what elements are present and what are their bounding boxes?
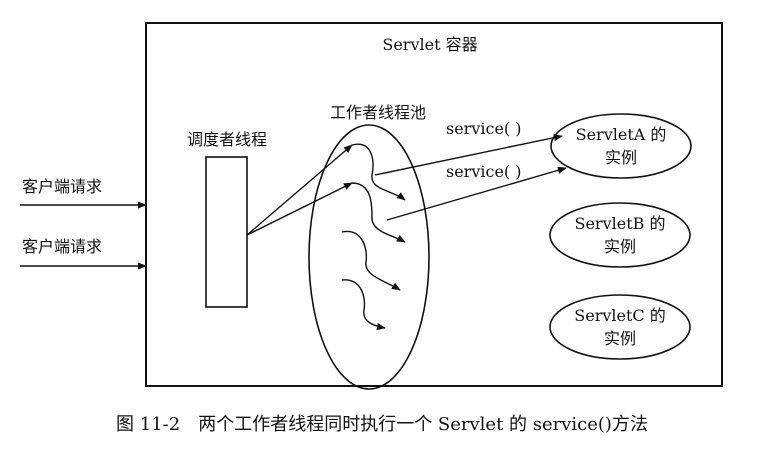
container-title: Servlet 容器	[382, 35, 477, 54]
worker-pool-label: 工作者线程池	[330, 103, 426, 122]
service-call-label-1: service( )	[446, 119, 521, 138]
service-call-arrow-1	[374, 134, 563, 176]
client-request-label-2: 客户端请求	[22, 237, 102, 256]
worker-thread-1	[351, 143, 406, 201]
servlet-c-label-line1: ServletC 的	[574, 306, 665, 325]
servlet-b-instance	[549, 202, 691, 268]
service-call-arrow-2	[386, 166, 567, 221]
service-call-label-2: service( )	[446, 162, 521, 181]
servlet-a-label-line2: 实例	[605, 148, 637, 167]
servlet-c-instance	[549, 294, 691, 360]
servlet-b-label-line1: ServletB 的	[575, 214, 666, 233]
figure-caption: 图 11-2 两个工作者线程同时执行一个 Servlet 的 service()…	[116, 414, 648, 435]
servlet-b-label-line2: 实例	[604, 237, 636, 256]
worker-thread-3	[341, 230, 401, 291]
dispatcher-label: 调度者线程	[187, 130, 267, 149]
worker-thread-4	[341, 279, 386, 331]
dispatch-arrow-2	[246, 182, 353, 236]
servlet-a-label-line1: ServletA 的	[576, 125, 667, 144]
worker-pool-ellipse	[308, 124, 430, 390]
worker-thread-2	[351, 182, 406, 243]
servlet-c-label-line2: 实例	[604, 329, 636, 348]
dispatcher-thread-box	[205, 156, 248, 308]
servlet-a-instance	[550, 113, 692, 179]
client-request-label-1: 客户端请求	[22, 177, 102, 196]
dispatch-arrow-1	[246, 144, 353, 236]
